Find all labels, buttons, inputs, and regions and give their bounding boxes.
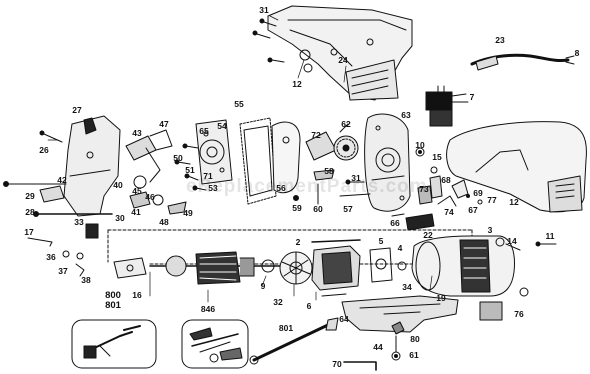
callout-4: 4 (397, 242, 403, 253)
callout-14: 14 (507, 235, 517, 246)
callout-10: 10 (415, 139, 425, 150)
callout-40: 40 (113, 179, 123, 190)
callout-24: 24 (338, 54, 348, 65)
callout-64: 64 (339, 313, 349, 324)
callout-37: 37 (58, 265, 68, 276)
callout-16: 16 (132, 289, 142, 300)
callout-71: 71 (203, 170, 213, 181)
power-cord (470, 53, 575, 71)
callout-9: 9 (260, 280, 266, 291)
callout-6: 6 (306, 300, 312, 311)
callout-23: 23 (495, 34, 505, 45)
callout-19: 19 (436, 292, 446, 303)
callout-66: 66 (390, 217, 400, 228)
callout-32: 32 (273, 296, 283, 307)
callout-49: 49 (183, 207, 193, 218)
callout-51: 51 (185, 164, 195, 175)
housing-right (446, 121, 587, 213)
callout-7: 7 (469, 91, 475, 102)
callout-800-line: 800 (105, 290, 121, 302)
callout-27: 27 (72, 104, 82, 115)
screws-mid (174, 143, 207, 191)
callout-801-line: 801 (105, 300, 121, 311)
callout-54: 54 (217, 120, 227, 131)
gearbox-housing (364, 113, 411, 212)
callout-62: 62 (341, 118, 351, 129)
callout-48: 48 (159, 216, 169, 227)
callout-8: 8 (574, 47, 580, 58)
gears-62-72 (305, 123, 359, 161)
callout-31b: 31 (351, 172, 361, 183)
kit-box-846 (181, 319, 249, 369)
motor-housing (411, 235, 521, 297)
callout-36: 36 (46, 251, 56, 262)
callout-42: 42 (57, 174, 67, 185)
callout-846: 846 (200, 303, 216, 314)
callout-17: 17 (24, 226, 34, 237)
gear-assembly-left (125, 129, 187, 215)
callout-76: 76 (514, 308, 524, 319)
callout-38: 38 (81, 274, 91, 285)
kit-box-800-801 (71, 319, 157, 369)
armature (149, 251, 291, 285)
callout-33: 33 (74, 216, 84, 227)
callout-72: 72 (311, 129, 321, 140)
callout-74: 74 (444, 206, 454, 217)
field (311, 239, 361, 297)
watermark: eReplacementParts.com (185, 176, 428, 197)
callout-12: 12 (292, 78, 302, 89)
callout-12b: 12 (509, 196, 519, 207)
callout-30: 30 (115, 212, 125, 223)
housing-upper (267, 5, 413, 101)
screws-31-top (252, 18, 285, 63)
callout-53: 53 (208, 182, 218, 193)
gear-plate (195, 119, 233, 185)
callout-18: 70 (332, 358, 342, 369)
callout-56: 56 (276, 182, 286, 193)
callout-3: 3 (487, 224, 493, 235)
switch (425, 85, 469, 127)
callout-43: 43 (132, 127, 142, 138)
callout-68: 68 (441, 174, 451, 185)
callout-34: 34 (402, 281, 412, 292)
callout-45: 45 (132, 185, 142, 196)
callout-5: 5 (378, 235, 384, 246)
callout-41: 41 (131, 206, 141, 217)
callout-57: 57 (343, 203, 353, 214)
callout-47: 47 (159, 118, 169, 129)
callout-80: 801 (278, 322, 294, 333)
callout-63: 63 (401, 109, 411, 120)
callout-58: 58 (324, 165, 334, 176)
callout-73: 73 (419, 183, 429, 194)
callout-69: 69 (473, 187, 483, 198)
callout-2: 2 (295, 236, 301, 247)
callout-26: 26 (39, 144, 49, 155)
callout-22: 22 (423, 229, 433, 240)
callout-55: 55 (234, 98, 244, 109)
callout-70: 61 (409, 349, 419, 360)
callout-15: 15 (432, 151, 442, 162)
callout-28: 28 (25, 206, 35, 217)
callout-11: 11 (545, 230, 555, 241)
callout-31: 31 (259, 4, 269, 15)
callout-65: 65 (199, 125, 209, 136)
shoe (341, 295, 459, 333)
callout-46: 46 (145, 191, 155, 202)
callout-50: 50 (173, 152, 183, 163)
fan (279, 251, 313, 285)
callout-77: 77 (487, 194, 497, 205)
leader-lines (47, 15, 433, 303)
callout-60: 60 (313, 203, 323, 214)
housing-left (63, 115, 121, 217)
callout-61: 44 (373, 341, 383, 352)
callout-44: 80 (410, 333, 420, 344)
callout-59: 59 (292, 202, 302, 213)
callout-67: 67 (468, 204, 478, 215)
callout-29: 29 (25, 190, 35, 201)
